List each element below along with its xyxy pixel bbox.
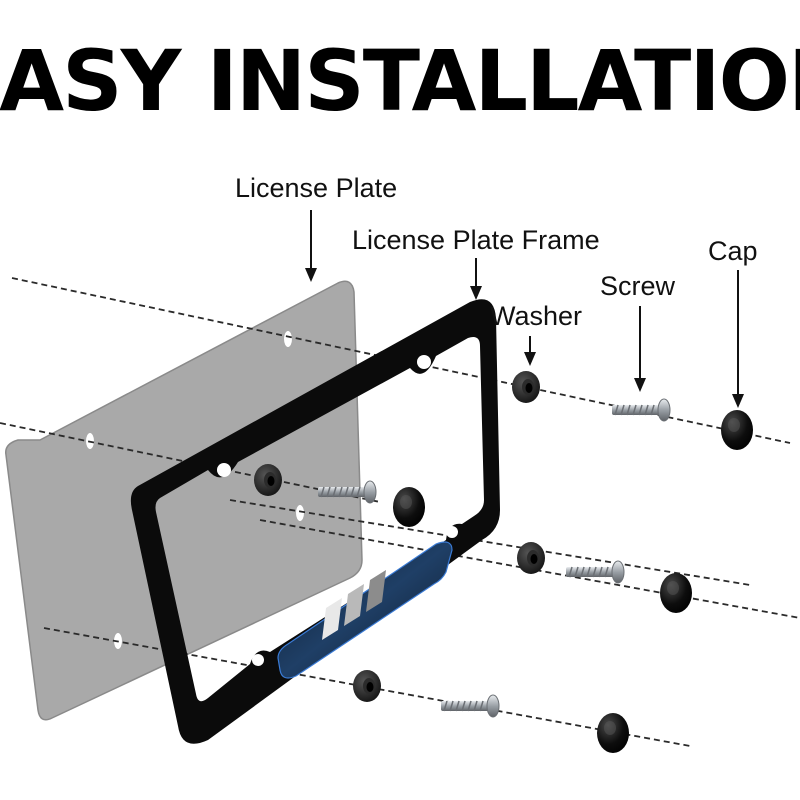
cap-icon (721, 410, 753, 450)
label-screw-text: Screw (600, 271, 676, 301)
license-plate-icon (5, 280, 363, 721)
washer-icon (512, 371, 540, 403)
frame-emblem (322, 570, 386, 640)
label-license-plate: License Plate (235, 173, 397, 282)
label-cap-text: Cap (708, 236, 758, 266)
license-plate-frame-icon (130, 299, 500, 744)
cap-icon (597, 713, 629, 753)
washer-icon (517, 542, 545, 574)
label-cap: Cap (708, 236, 758, 408)
page-title: EASY INSTALLATION (0, 32, 800, 130)
hardware-bottom-left (353, 670, 629, 753)
label-license-plate-frame: License Plate Frame (352, 225, 600, 300)
label-license-plate-frame-text: License Plate Frame (352, 225, 600, 255)
hardware-bottom-right (517, 542, 692, 613)
label-washer: Washer (490, 301, 582, 366)
screw-icon (611, 398, 671, 422)
washer-icon (254, 464, 282, 496)
label-screw: Screw (600, 271, 676, 392)
screw-icon (440, 694, 500, 718)
label-washer-text: Washer (490, 301, 582, 331)
label-license-plate-text: License Plate (235, 173, 397, 203)
screw-icon (565, 560, 625, 584)
washer-icon (353, 670, 381, 702)
hardware-top-right (512, 371, 753, 450)
cap-icon (660, 573, 692, 613)
cap-icon (393, 487, 425, 527)
